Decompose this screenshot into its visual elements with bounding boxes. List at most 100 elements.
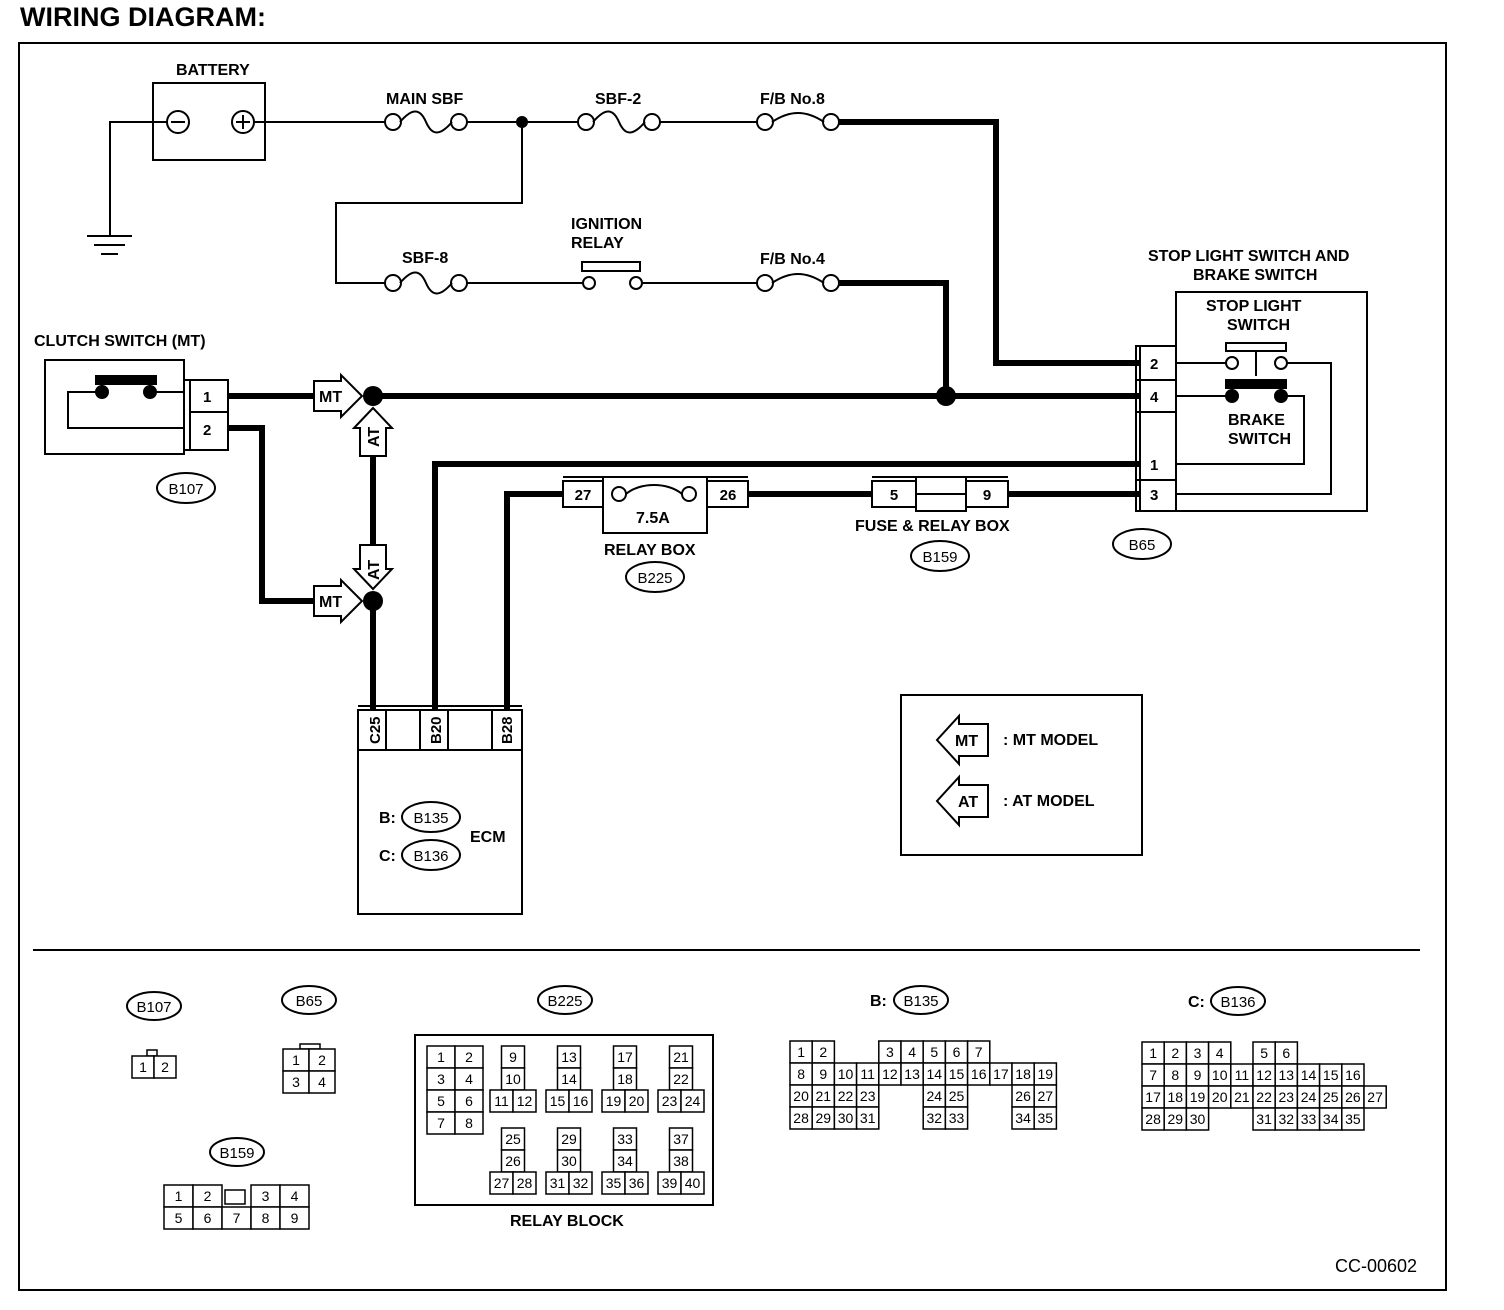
svg-text:MT: MT bbox=[955, 733, 978, 750]
b136-pin-label: 7 bbox=[1149, 1067, 1157, 1083]
b159-cell bbox=[279, 1206, 310, 1230]
ecm-b-prefix: B: bbox=[379, 810, 396, 827]
b135-pin-label: 11 bbox=[860, 1066, 875, 1082]
b136-connector-tag: B136 bbox=[401, 839, 461, 871]
b135-pin-label: 24 bbox=[927, 1088, 943, 1104]
b65-pin-label: 1 bbox=[292, 1052, 300, 1068]
b136-pin-label: 28 bbox=[1145, 1111, 1161, 1127]
mt-marker: MT bbox=[313, 577, 364, 625]
relay-group-pin-label: 15 bbox=[550, 1093, 566, 1109]
fuse-rating-label: 7.5A bbox=[636, 510, 670, 527]
stop-light-title-2: BRAKE SWITCH bbox=[1193, 267, 1317, 284]
ignition-relay bbox=[581, 261, 643, 290]
b136-pin-label: 34 bbox=[1323, 1111, 1339, 1127]
relay-block-pin-label: 1 bbox=[437, 1049, 445, 1065]
b159-pin-label: 7 bbox=[233, 1210, 241, 1226]
svg-text:B107: B107 bbox=[136, 999, 171, 1016]
relay-block-pin-label: 7 bbox=[437, 1115, 445, 1131]
mt-marker: MT bbox=[313, 372, 364, 420]
b65-pin-1: 1 bbox=[1150, 457, 1158, 474]
ecm-label: ECM bbox=[470, 829, 506, 846]
stop-light-switch bbox=[1135, 291, 1368, 512]
b136-pin-label: 15 bbox=[1323, 1067, 1339, 1083]
legend-mt-marker bbox=[935, 713, 989, 767]
b159-pin-label: 2 bbox=[204, 1188, 212, 1204]
relay-group-pin-label: 27 bbox=[494, 1175, 510, 1191]
relay-box-label: RELAY BOX bbox=[604, 542, 696, 559]
fuse-relay-box bbox=[871, 476, 1009, 512]
b136-pin-label: 22 bbox=[1256, 1089, 1272, 1105]
b135-pin-label: 12 bbox=[882, 1066, 898, 1082]
relay-group-pin-label: 16 bbox=[573, 1093, 589, 1109]
fb4-label: F/B No.4 bbox=[760, 251, 825, 268]
relay-group-cell bbox=[568, 1171, 593, 1195]
b135-pin-label: 2 bbox=[819, 1044, 827, 1060]
b136-pin-label: 9 bbox=[1194, 1067, 1202, 1083]
relay-group-pin-label: 11 bbox=[494, 1093, 509, 1109]
relay-group-pin-label: 21 bbox=[673, 1049, 689, 1065]
ecm-pin-b28: B28 bbox=[499, 716, 516, 744]
b107-pin-1: 1 bbox=[203, 389, 211, 406]
b136-pin-label: 24 bbox=[1301, 1089, 1317, 1105]
relay-block-pin-label: 8 bbox=[465, 1115, 473, 1131]
relay-group-pin-label: 14 bbox=[561, 1071, 577, 1087]
b136-pin-label: 17 bbox=[1145, 1089, 1161, 1105]
legend: MT AT : MT MODEL : AT MODEL bbox=[900, 694, 1143, 856]
fb8-label: F/B No.8 bbox=[760, 91, 825, 108]
relay-pin-26: 26 bbox=[720, 487, 737, 504]
relay-block-pin-label: 4 bbox=[465, 1071, 473, 1087]
junction-dot bbox=[363, 386, 383, 406]
b136-pin-label: 20 bbox=[1212, 1089, 1228, 1105]
fuse-relay-box-label: FUSE & RELAY BOX bbox=[855, 518, 1010, 535]
relay-block-pin-label: 6 bbox=[465, 1093, 473, 1109]
b136-pin-label: 25 bbox=[1323, 1089, 1339, 1105]
b159-pin-label: 9 bbox=[291, 1210, 299, 1226]
ecm-pin-b20: B20 bbox=[428, 716, 445, 744]
b159-pin-label: 8 bbox=[262, 1210, 270, 1226]
b136-cell bbox=[1363, 1085, 1387, 1109]
relay-group-pin-label: 30 bbox=[561, 1153, 577, 1169]
clutch-switch bbox=[44, 359, 229, 455]
relay-block-pin-label: 5 bbox=[437, 1093, 445, 1109]
relay-block-label: RELAY BLOCK bbox=[510, 1213, 624, 1230]
relay-group-pin-label: 39 bbox=[662, 1175, 678, 1191]
b107-pin-label: 2 bbox=[161, 1059, 169, 1075]
relay-group-pin-label: 26 bbox=[505, 1153, 521, 1169]
ignition-relay-label-2: RELAY bbox=[571, 235, 624, 252]
relay-group-pin-label: 20 bbox=[629, 1093, 645, 1109]
ecm bbox=[357, 705, 523, 915]
b135-pin-label: 6 bbox=[953, 1044, 961, 1060]
b135-pin-label: 5 bbox=[930, 1044, 938, 1060]
b136-prefix: C: bbox=[1188, 994, 1205, 1011]
b135-connector-tag: B135 bbox=[401, 801, 461, 833]
b159-pinout-tag: B159 bbox=[209, 1137, 265, 1167]
b159-key bbox=[224, 1189, 246, 1205]
b135-cell bbox=[855, 1106, 880, 1130]
b135-pin-label: 17 bbox=[993, 1066, 1009, 1082]
b107-latch bbox=[146, 1049, 158, 1057]
clutch-switch-label: CLUTCH SWITCH (MT) bbox=[34, 333, 206, 350]
b136-pin-label: 3 bbox=[1194, 1045, 1202, 1061]
relay-box bbox=[562, 476, 749, 534]
stop-light-switch-label-2: SWITCH bbox=[1227, 317, 1290, 334]
relay-group-pin-label: 9 bbox=[509, 1049, 517, 1065]
relay-group-pin-label: 35 bbox=[606, 1175, 622, 1191]
b136-pin-label: 30 bbox=[1190, 1111, 1206, 1127]
b135-pin-label: 13 bbox=[904, 1066, 920, 1082]
b135-pin-label: 20 bbox=[793, 1088, 809, 1104]
svg-text:B159: B159 bbox=[922, 549, 957, 566]
stop-light-switch-label-1: STOP LIGHT bbox=[1206, 298, 1302, 315]
b136-pin-label: 6 bbox=[1282, 1045, 1290, 1061]
b65-pin-2: 2 bbox=[1150, 356, 1158, 373]
b135-pin-label: 8 bbox=[797, 1066, 805, 1082]
fb8-fuse bbox=[756, 112, 840, 131]
b107-pin-label: 1 bbox=[139, 1059, 147, 1075]
b136-pin-label: 31 bbox=[1256, 1111, 1272, 1127]
b135-pinout-tag: B135 bbox=[893, 985, 949, 1015]
b135-cell bbox=[944, 1106, 969, 1130]
b136-pin-label: 32 bbox=[1279, 1111, 1295, 1127]
b135-pin-label: 14 bbox=[927, 1066, 943, 1082]
page-title: WIRING DIAGRAM: bbox=[20, 2, 266, 32]
relay-group-pin-label: 13 bbox=[561, 1049, 577, 1065]
b65-connector-tag: B65 bbox=[1112, 528, 1172, 560]
